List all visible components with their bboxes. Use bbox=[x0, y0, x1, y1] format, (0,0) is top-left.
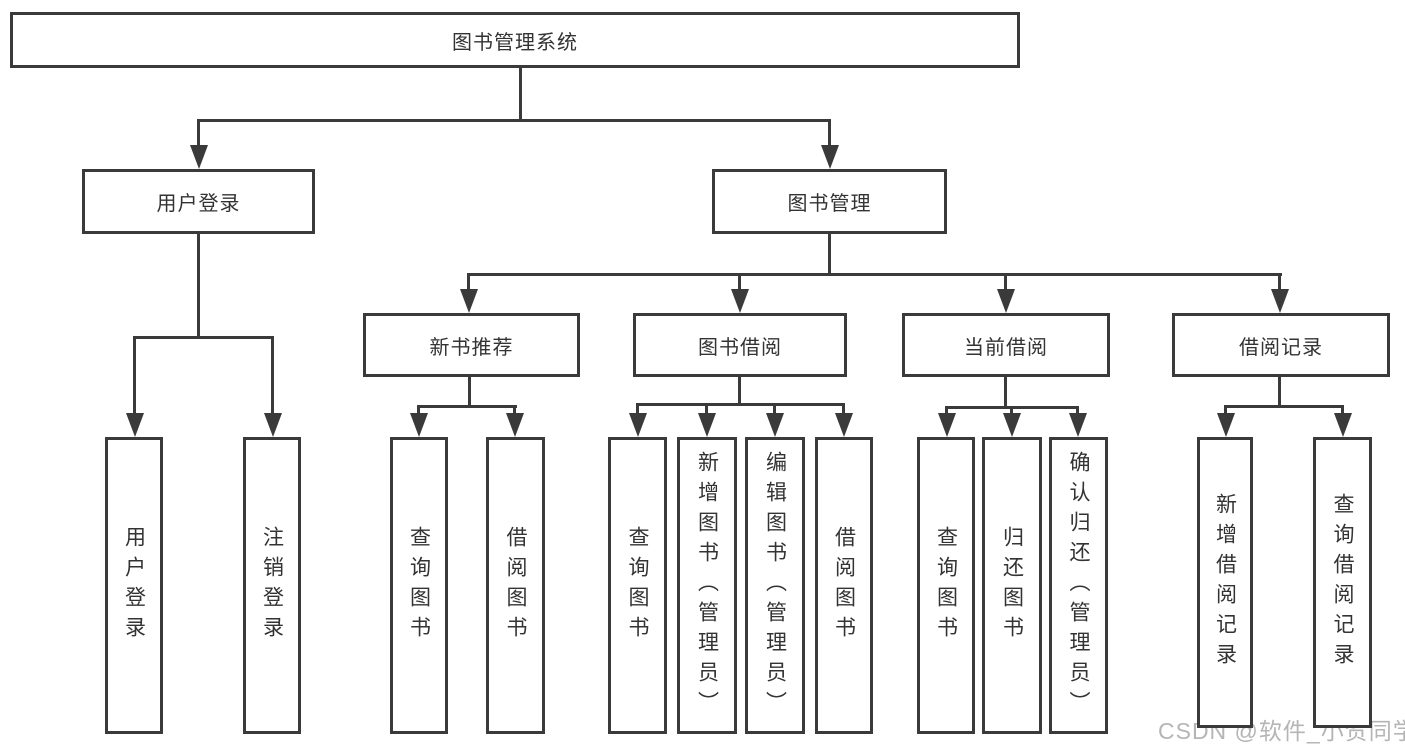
arrow-to-query-books-1 bbox=[417, 405, 420, 413]
leaf-confirm-return-admin: 确认归还（管理员） bbox=[1049, 437, 1108, 734]
leaf-logout: 注销登录 bbox=[243, 437, 301, 734]
arrow-to-user-login bbox=[197, 119, 200, 145]
connector-book-borrowing-branch bbox=[636, 403, 845, 406]
connector-borrowing-records-branch bbox=[1224, 405, 1344, 408]
arrow-to-borrow-books-1 bbox=[513, 405, 516, 413]
connector-user-login-branch bbox=[133, 336, 274, 339]
arrow-to-add-borrow-record bbox=[1224, 405, 1227, 413]
node-book-borrowing: 图书借阅 bbox=[633, 313, 847, 377]
arrow-to-current-borrowing bbox=[1004, 273, 1007, 289]
leaf-query-books-recommend: 查询图书 bbox=[390, 437, 448, 734]
arrow-to-query-borrow-record bbox=[1341, 405, 1344, 413]
arrow-to-query-books-3 bbox=[945, 406, 948, 413]
leaf-add-borrow-record: 新增借阅记录 bbox=[1197, 437, 1253, 728]
connector-root-stem bbox=[519, 67, 522, 121]
connector-book-management-stem bbox=[828, 233, 831, 275]
arrow-to-book-borrowing bbox=[738, 273, 741, 289]
leaf-query-books-borrowing: 查询图书 bbox=[608, 437, 667, 734]
leaf-edit-books-admin: 编辑图书（管理员） bbox=[745, 437, 805, 734]
connector-new-book-stem bbox=[468, 376, 471, 407]
leaf-add-books-admin: 新增图书（管理员） bbox=[677, 437, 737, 734]
leaf-query-borrow-record: 查询借阅记录 bbox=[1313, 437, 1372, 728]
leaf-query-books-current: 查询图书 bbox=[917, 437, 975, 734]
leaf-borrow-books-recommend: 借阅图书 bbox=[486, 437, 545, 734]
arrow-to-query-books-2 bbox=[636, 403, 639, 413]
leaf-user-login: 用户登录 bbox=[105, 437, 163, 734]
leaf-borrow-books-borrowing: 借阅图书 bbox=[815, 437, 873, 734]
arrow-to-new-book-recommend bbox=[467, 273, 470, 289]
connector-book-management-branch bbox=[467, 273, 1282, 276]
connector-borrowing-records-stem bbox=[1278, 375, 1281, 407]
connector-book-borrowing-stem bbox=[738, 375, 741, 405]
node-user-login: 用户登录 bbox=[82, 169, 315, 234]
arrow-to-book-management bbox=[828, 119, 831, 145]
node-library-system: 图书管理系统 bbox=[10, 12, 1020, 68]
arrow-to-edit-books bbox=[773, 403, 776, 413]
arrow-to-confirm-return bbox=[1076, 406, 1079, 413]
connector-root-branch bbox=[197, 119, 831, 122]
connector-new-book-branch bbox=[417, 405, 517, 408]
arrow-to-add-books bbox=[705, 403, 708, 413]
node-borrowing-records: 借阅记录 bbox=[1172, 313, 1390, 377]
arrow-to-return-books bbox=[1010, 406, 1013, 413]
node-current-borrowing: 当前借阅 bbox=[902, 313, 1110, 377]
arrow-to-borrowing-records bbox=[1278, 273, 1281, 289]
connector-user-login-stem bbox=[197, 233, 200, 337]
connector-current-borrowing-stem bbox=[1004, 375, 1007, 408]
node-new-book-recommend: 新书推荐 bbox=[363, 313, 580, 377]
arrow-to-leaf-user-login bbox=[133, 336, 136, 413]
node-book-management: 图书管理 bbox=[712, 169, 947, 234]
arrow-to-borrow-books-2 bbox=[842, 403, 845, 413]
arrow-to-leaf-logout bbox=[271, 336, 274, 413]
leaf-return-books: 归还图书 bbox=[982, 437, 1042, 734]
